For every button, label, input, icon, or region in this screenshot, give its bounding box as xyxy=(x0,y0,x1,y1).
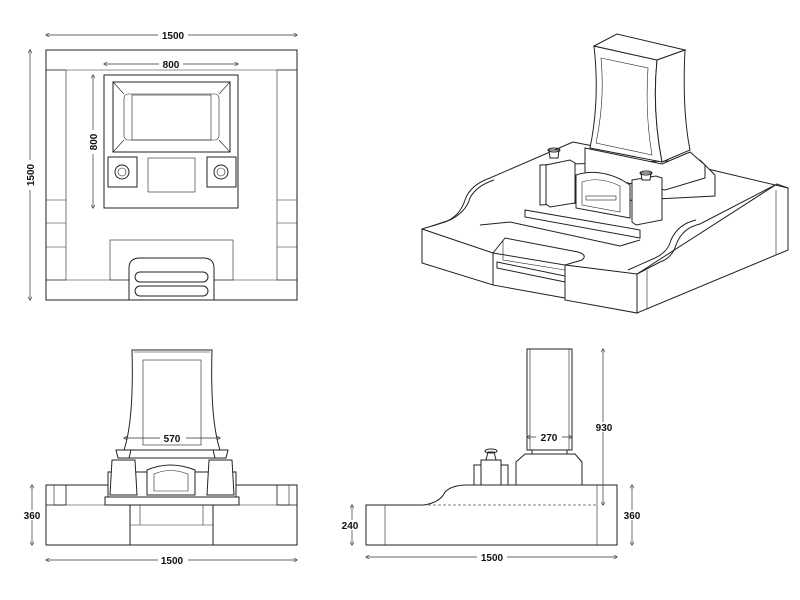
side-view: 270 930 360 240 1500 xyxy=(340,349,644,564)
side-stone-height-label: 930 xyxy=(596,423,613,434)
front-stone-width-label: 570 xyxy=(164,434,181,445)
front-width-label: 1500 xyxy=(161,556,184,567)
front-base-height-label: 360 xyxy=(24,511,41,522)
top-width-label: 1500 xyxy=(162,31,185,42)
top-inner-width-label: 800 xyxy=(163,60,180,71)
top-view: 1500 1500 800 800 xyxy=(25,30,297,300)
side-width-label: 1500 xyxy=(481,553,504,564)
side-front-height-label: 240 xyxy=(342,521,359,532)
side-base-height-label: 360 xyxy=(624,511,641,522)
side-stone-depth-label: 270 xyxy=(541,433,558,444)
isometric-view xyxy=(421,33,789,314)
top-depth-label: 1500 xyxy=(26,163,37,186)
front-view: 570 360 1500 xyxy=(22,349,297,567)
top-inner-depth-label: 800 xyxy=(89,133,100,150)
